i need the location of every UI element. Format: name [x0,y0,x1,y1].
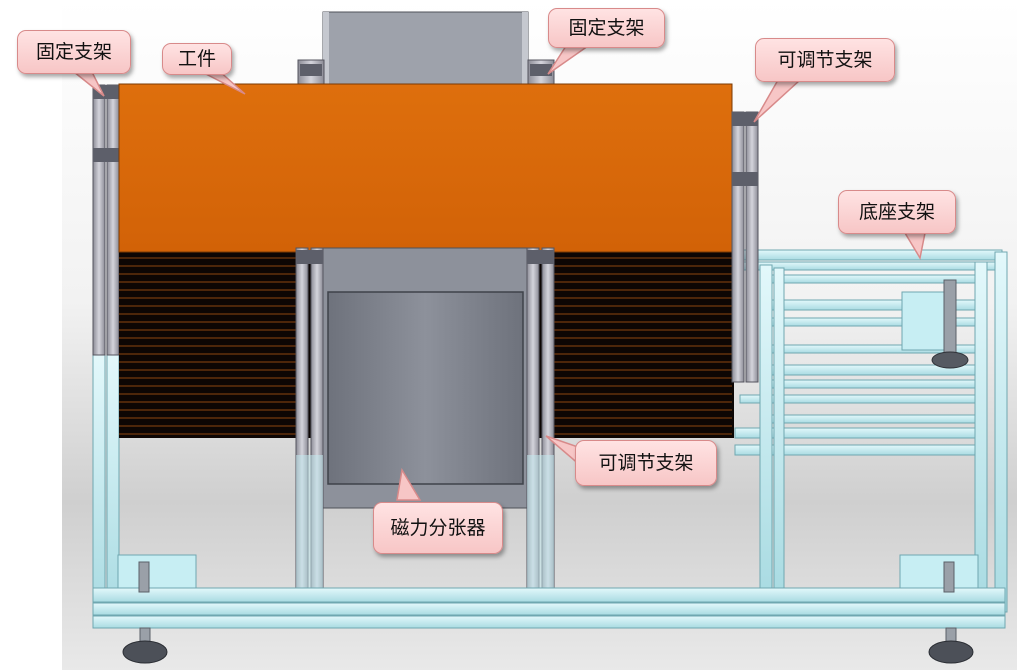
center-structure [295,247,555,591]
callout-pointers [71,45,926,501]
label-fixed-bracket-left: 固定支架 [17,30,131,74]
top-fixed-bracket [297,11,555,85]
label-fixed-bracket-top: 固定支架 [548,8,665,48]
leveling-feet [122,561,974,664]
magnetic-separator-body [327,291,524,485]
label-magnetic-separator: 磁力分张器 [373,502,503,554]
base-bracket-frame [734,249,1008,613]
workpiece-plate [118,83,733,253]
label-base-bracket: 底座支架 [838,190,956,234]
label-adjustable-bracket-right: 可调节支架 [755,38,895,82]
label-workpiece: 工件 [162,43,232,75]
right-adjustable-posts [731,111,759,383]
label-adjustable-bracket-center: 可调节支架 [575,440,717,486]
base-rails [92,587,1006,629]
